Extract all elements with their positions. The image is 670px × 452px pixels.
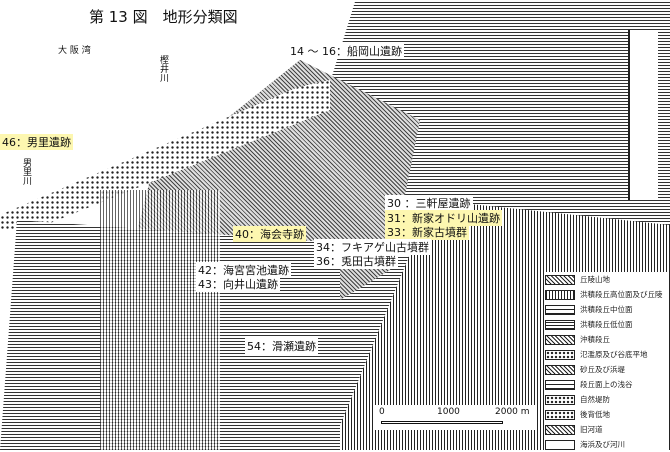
legend-item: 砂丘及び浜堤: [545, 362, 667, 377]
legend-label: 氾濫原及び谷底平地: [580, 350, 648, 359]
scale-bar: 0 1000 2000 m: [375, 405, 535, 430]
legend-item: 洪積段丘低位面: [545, 317, 667, 332]
site-label-31: 31：新家オドリ山遺跡: [385, 210, 502, 226]
legend-swatch: [545, 274, 575, 285]
legend-item: 後背低地: [545, 407, 667, 422]
legend-swatch: [545, 289, 575, 300]
legend-item: 洪積段丘中位面: [545, 302, 667, 317]
legend-label: 段丘面上の浅谷: [580, 380, 633, 389]
legend-label: 沖積段丘: [580, 335, 610, 344]
site-label-54: 54：滑瀬遺跡: [245, 338, 318, 354]
legend: 丘陵山地洪積段丘高位面及び丘陵洪積段丘中位面洪積段丘低位面沖積段丘氾濫原及び谷底…: [545, 272, 667, 452]
site-label-46: 46：男里遺跡: [0, 134, 73, 150]
legend-swatch: [545, 379, 575, 390]
west-hill-strip: [100, 190, 220, 450]
legend-item: 丘陵山地: [545, 272, 667, 287]
bay-label: 大 阪 湾: [58, 43, 91, 56]
river-label-kashii: 樫井川: [157, 55, 170, 82]
legend-swatch: [545, 394, 575, 405]
legend-label: 洪積段丘中位面: [580, 305, 633, 314]
legend-item: 沖積段丘: [545, 332, 667, 347]
scale-tick-1000: 1000: [437, 407, 460, 417]
legend-label: 自然堤防: [580, 395, 610, 404]
legend-swatch: [545, 409, 575, 420]
site-label-40: 40：海会寺跡: [233, 226, 306, 242]
legend-item: 海浜及び河川: [545, 437, 667, 452]
legend-swatch: [545, 424, 575, 435]
legend-item: 洪積段丘高位面及び丘陵: [545, 287, 667, 302]
site-label-34: 34：フキアゲ山古墳群: [314, 239, 431, 255]
site-label-43: 43：向井山遺跡: [196, 276, 280, 292]
site-label-30: 30 ：三軒屋遺跡: [385, 195, 473, 211]
scale-line: [381, 421, 503, 424]
legend-swatch: [545, 439, 575, 450]
map-title: 第 13 図 地形分類図: [85, 6, 242, 27]
legend-label: 海浜及び河川: [580, 440, 625, 449]
scale-tick-0: 0: [379, 407, 385, 417]
legend-item: 段丘面上の浅谷: [545, 377, 667, 392]
site-label-36: 36：兎田古墳群: [314, 253, 398, 269]
north-arrow: [628, 30, 658, 200]
legend-label: 砂丘及び浜堤: [580, 365, 625, 374]
river-label-otori: 男里川: [20, 158, 33, 185]
legend-swatch: [545, 334, 575, 345]
legend-label: 後背低地: [580, 410, 610, 419]
scale-tick-2000: 2000 m: [495, 407, 530, 417]
legend-item: 自然堤防: [545, 392, 667, 407]
legend-label: 旧河道: [580, 425, 603, 434]
site-label-42: 42：海宮宮池遺跡: [196, 262, 291, 278]
legend-label: 洪積段丘低位面: [580, 320, 633, 329]
site-label-14: 14 ～ 16：船岡山遺跡: [288, 43, 404, 59]
legend-label: 丘陵山地: [580, 275, 610, 284]
legend-swatch: [545, 364, 575, 375]
legend-item: 旧河道: [545, 422, 667, 437]
legend-swatch: [545, 304, 575, 315]
legend-swatch: [545, 319, 575, 330]
site-label-33: 33：新家古墳群: [385, 224, 469, 240]
legend-item: 氾濫原及び谷底平地: [545, 347, 667, 362]
legend-swatch: [545, 349, 575, 360]
legend-label: 洪積段丘高位面及び丘陵: [580, 290, 663, 299]
